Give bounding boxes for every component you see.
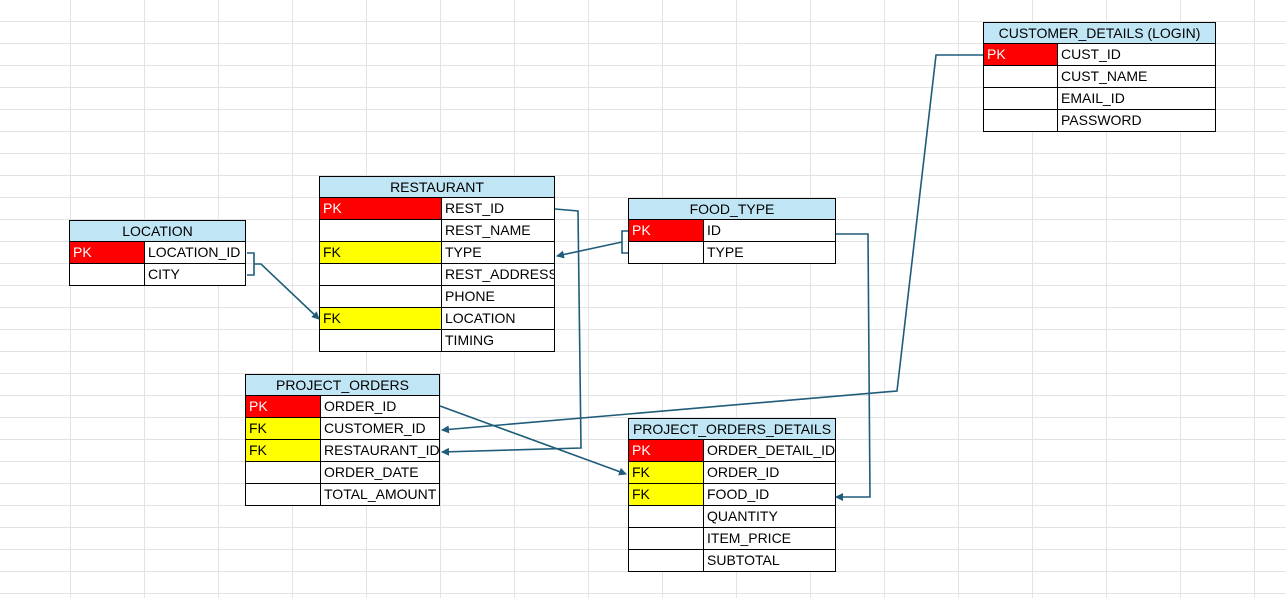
field-name: QUANTITY	[707, 508, 778, 524]
field-name: ORDER_DATE	[324, 464, 419, 480]
field-name: CUST_ID	[1061, 46, 1121, 62]
key-cell	[246, 462, 321, 483]
field-name: PASSWORD	[1061, 112, 1142, 128]
table-header: RESTAURANT	[320, 177, 554, 198]
table-row: QUANTITY	[629, 506, 835, 528]
table-row: EMAIL_ID	[984, 88, 1215, 110]
key-cell	[984, 88, 1058, 109]
field-name: FOOD_ID	[707, 486, 770, 502]
key-cell	[629, 506, 704, 527]
field-name: TIMING	[445, 332, 494, 348]
table-row: TOTAL_AMOUNT	[246, 484, 439, 505]
key-cell	[984, 110, 1058, 131]
fk-cell: FK	[629, 484, 704, 505]
table-project-orders: PROJECT_ORDERS PK ORDER_ID FK CUSTOMER_I…	[245, 374, 440, 506]
table-row: PK ORDER_DETAIL_ID	[629, 440, 835, 462]
key-cell	[320, 330, 442, 351]
table-row: FK CUSTOMER_ID	[246, 418, 439, 440]
table-header: FOOD_TYPE	[629, 199, 835, 220]
table-row: ITEM_PRICE	[629, 528, 835, 550]
fk-cell: FK	[629, 462, 704, 483]
field-name: LOCATION_ID	[148, 244, 241, 260]
key-cell	[629, 528, 704, 549]
key-cell	[984, 66, 1058, 87]
table-row: PASSWORD	[984, 110, 1215, 131]
field-name: ITEM_PRICE	[707, 530, 792, 546]
field-name: EMAIL_ID	[1061, 90, 1125, 106]
fk-cell: FK	[246, 440, 321, 461]
table-row: FK RESTAURANT_ID	[246, 440, 439, 462]
table-customer-details: CUSTOMER_DETAILS (LOGIN) PK CUST_ID CUST…	[983, 22, 1216, 132]
field-name: RESTAURANT_ID	[324, 442, 439, 458]
field-name: ORDER_ID	[707, 464, 780, 480]
table-row: PK ORDER_ID	[246, 396, 439, 418]
table-row: CITY	[70, 264, 245, 285]
field-name: TYPE	[445, 244, 482, 260]
table-location: LOCATION PK LOCATION_ID CITY	[69, 220, 246, 286]
field-name: CITY	[148, 266, 180, 282]
table-header: PROJECT_ORDERS_DETAILS	[629, 419, 835, 440]
key-cell	[629, 242, 704, 263]
field-name: CUST_NAME	[1061, 68, 1148, 84]
table-project-orders-details: PROJECT_ORDERS_DETAILS PK ORDER_DETAIL_I…	[628, 418, 836, 572]
field-name: TYPE	[707, 244, 744, 260]
table-header: CUSTOMER_DETAILS (LOGIN)	[984, 23, 1215, 44]
field-name: ID	[707, 222, 721, 238]
table-row: TYPE	[629, 242, 835, 263]
pk-cell: PK	[629, 220, 704, 241]
connector-foodtype-to-details	[835, 233, 871, 501]
table-row: PHONE	[320, 286, 554, 308]
connector-location-to-restaurant	[247, 252, 319, 319]
pk-cell: PK	[320, 198, 442, 219]
key-cell	[629, 550, 704, 571]
table-row: PK CUST_ID	[984, 44, 1215, 66]
table-row: TIMING	[320, 330, 554, 351]
key-cell	[246, 484, 321, 505]
connector-orders-to-details	[439, 405, 627, 476]
table-row: SUBTOTAL	[629, 550, 835, 571]
pk-cell: PK	[984, 44, 1058, 65]
pk-cell: PK	[246, 396, 321, 417]
field-name: REST_ADDRESS	[445, 266, 554, 282]
table-food-type: FOOD_TYPE PK ID TYPE	[628, 198, 836, 264]
table-row: REST_ADDRESS	[320, 264, 554, 286]
fk-cell: FK	[246, 418, 321, 439]
field-name: ORDER_ID	[324, 398, 397, 414]
table-row: FK FOOD_ID	[629, 484, 835, 506]
field-name: REST_ID	[445, 200, 505, 216]
table-header: PROJECT_ORDERS	[246, 375, 439, 396]
field-name: SUBTOTAL	[707, 552, 780, 568]
table-row: PK REST_ID	[320, 198, 554, 220]
table-row: PK ID	[629, 220, 835, 242]
table-row: FK LOCATION	[320, 308, 554, 330]
fk-cell: FK	[320, 242, 442, 263]
table-row: CUST_NAME	[984, 66, 1215, 88]
pk-cell: PK	[70, 242, 145, 263]
table-row: PK LOCATION_ID	[70, 242, 245, 264]
table-row: FK ORDER_ID	[629, 462, 835, 484]
table-row: FK TYPE	[320, 242, 554, 264]
connector-foodtype-to-restaurant	[557, 230, 628, 256]
table-header: LOCATION	[70, 221, 245, 242]
fk-cell: FK	[320, 308, 442, 329]
field-name: REST_NAME	[445, 222, 531, 238]
field-name: LOCATION	[445, 310, 516, 326]
key-cell	[70, 264, 145, 285]
field-name: CUSTOMER_ID	[324, 420, 426, 436]
field-name: ORDER_DETAIL_ID	[707, 442, 835, 458]
key-cell	[320, 220, 442, 241]
table-restaurant: RESTAURANT PK REST_ID REST_NAME FK TYPE …	[319, 176, 555, 352]
pk-cell: PK	[629, 440, 704, 461]
field-name: TOTAL_AMOUNT	[324, 486, 437, 502]
table-row: ORDER_DATE	[246, 462, 439, 484]
key-cell	[320, 286, 442, 307]
key-cell	[320, 264, 442, 285]
table-row: REST_NAME	[320, 220, 554, 242]
field-name: PHONE	[445, 288, 495, 304]
